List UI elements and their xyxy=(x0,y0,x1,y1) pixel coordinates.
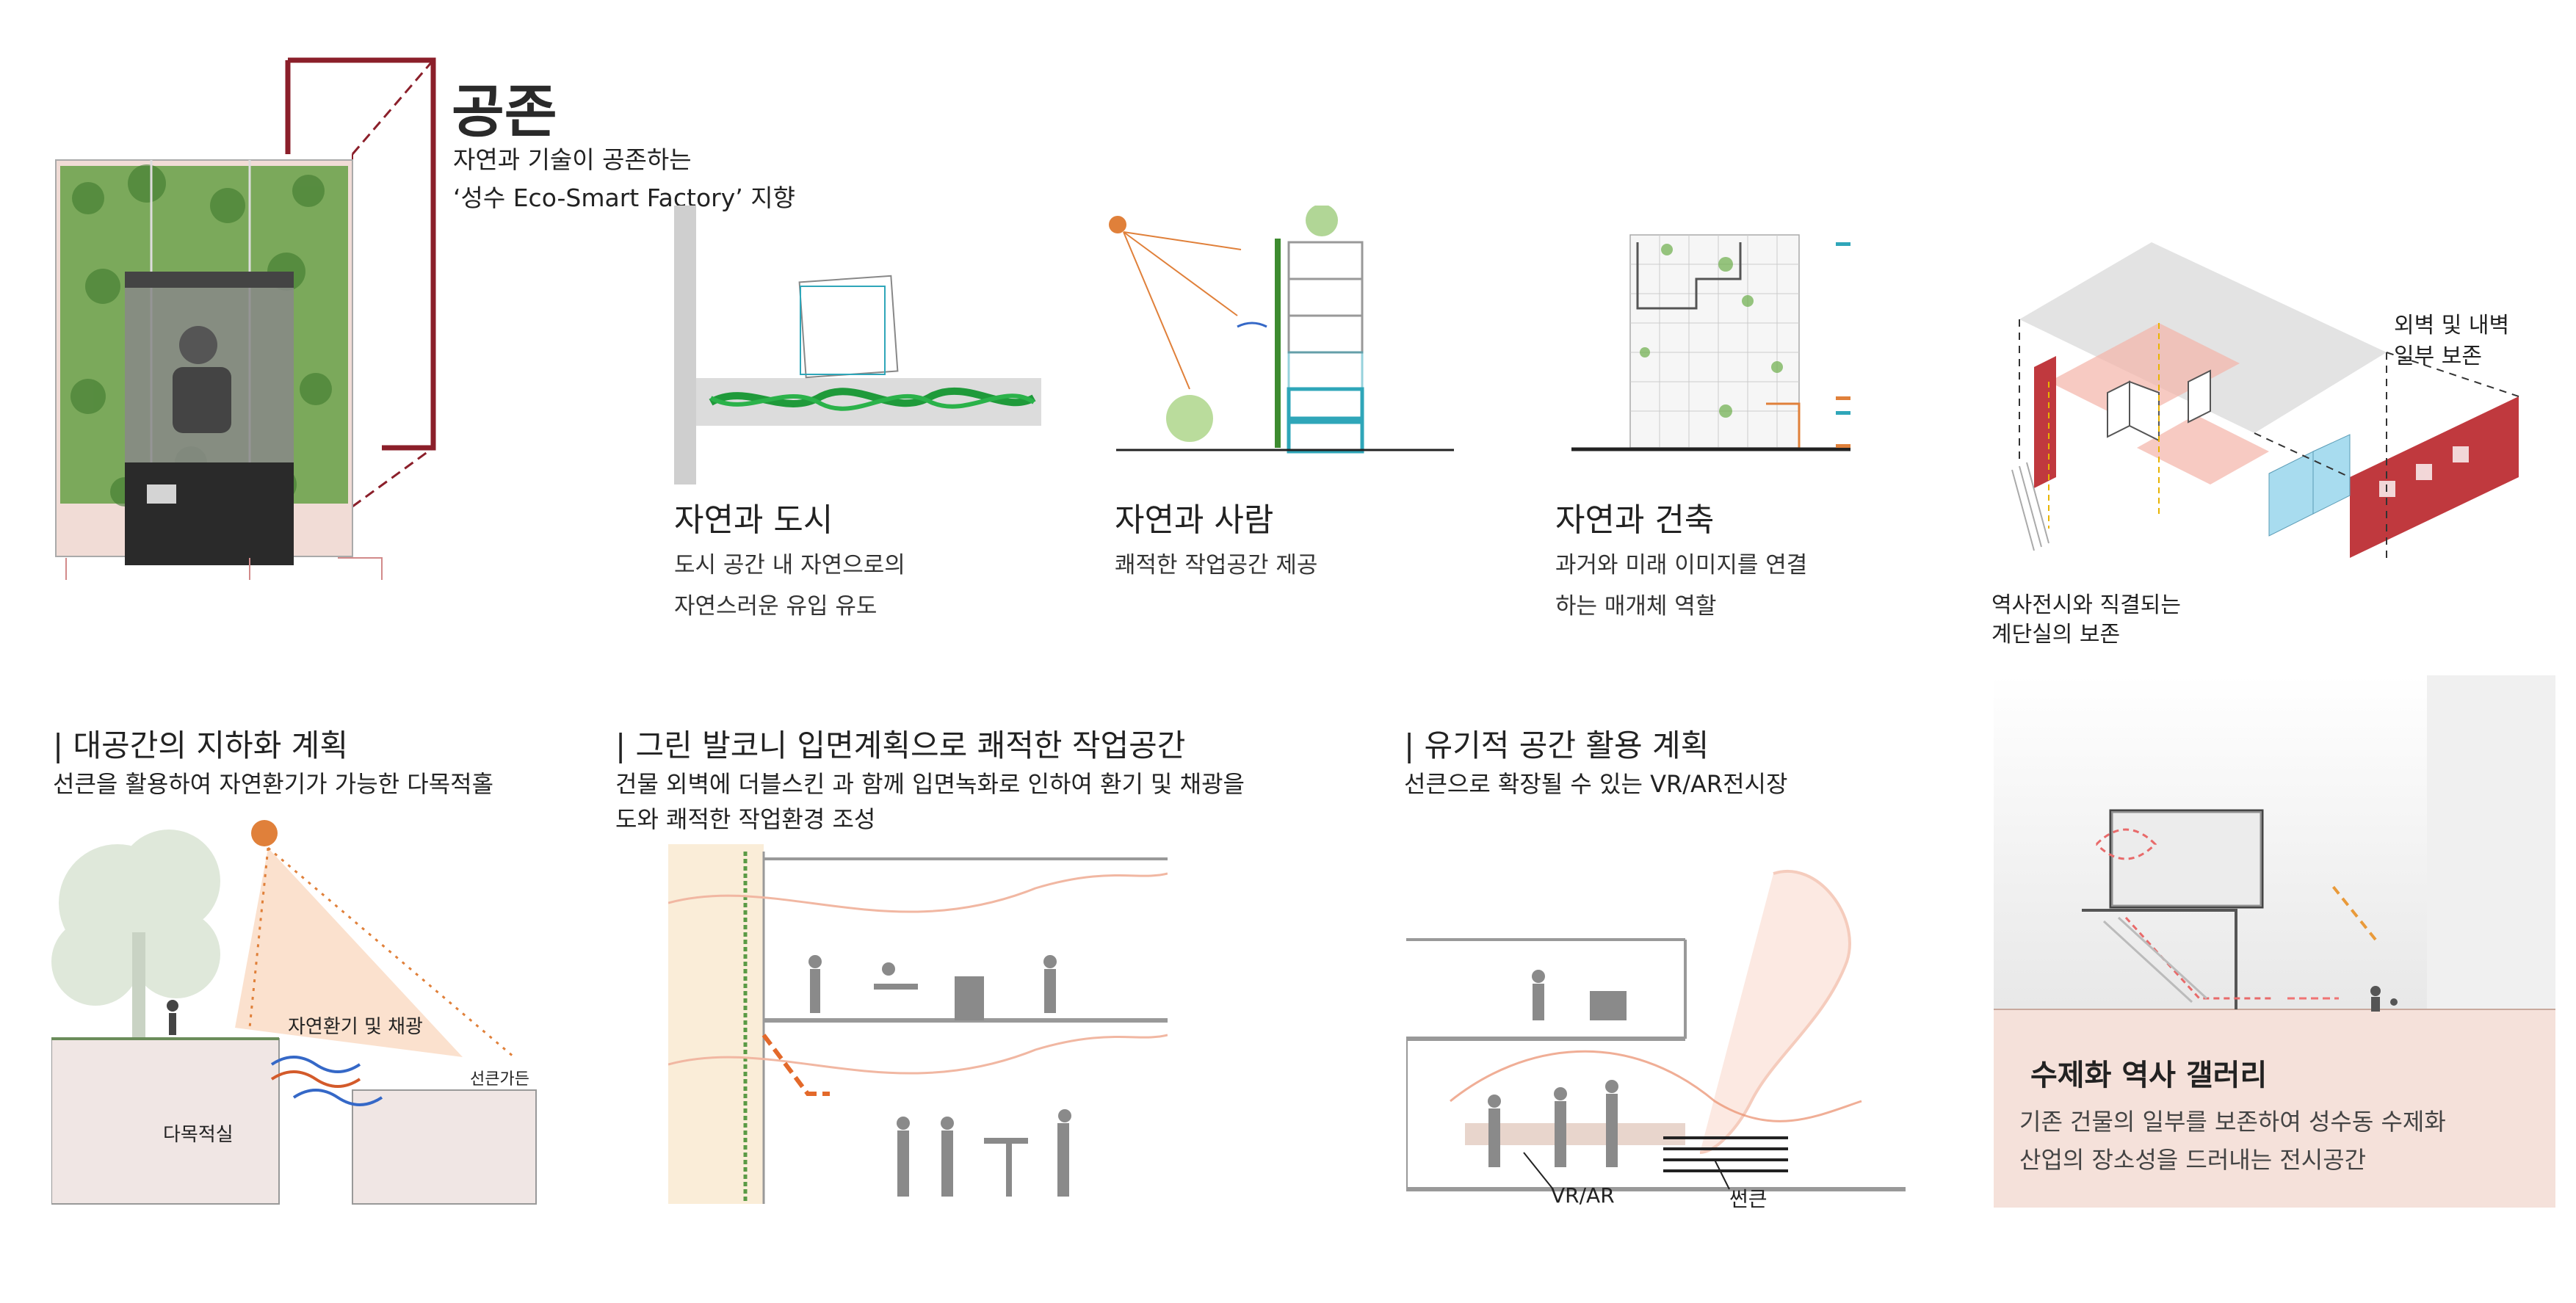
label-sunken-garden: 선큰가든 xyxy=(470,1070,529,1089)
label-stair-preserve-line2: 계단실의 보존 xyxy=(1991,622,2121,647)
balcony-section-diagram xyxy=(667,844,1168,1211)
preservation-axonometric xyxy=(2005,235,2533,617)
gallery-desc-line2: 산업의 장소성을 드러내는 전시공간 xyxy=(2019,1146,2367,1174)
concept-people-desc-line1: 쾌적한 작업공간 제공 xyxy=(1115,552,1318,578)
concept-people-diagram xyxy=(1101,204,1469,462)
gallery-title: 수제화 역사 갤러리 xyxy=(2030,1059,2268,1092)
concept-city-desc-line1: 도시 공간 내 자연으로의 xyxy=(674,552,905,578)
plan-vrar-heading: | 유기적 공간 활용 계획 xyxy=(1404,727,1710,763)
hero-subtitle-line2: ‘성수 Eco-Smart Factory’ 지향 xyxy=(453,184,795,212)
plan-balcony-desc-line1: 건물 외벽에 더블스킨 과 함께 입면녹화로 인하여 환기 및 채광을 xyxy=(615,770,1245,798)
gallery-panel: 수제화 역사 갤러리 기존 건물의 일부를 보존하여 성수동 수제화 산업의 장… xyxy=(1994,675,2555,1208)
tree-drawing xyxy=(51,830,220,1006)
label-sunken: 썬큰 xyxy=(1729,1187,1768,1211)
hero-subtitle-line1: 자연과 기술이 공존하는 xyxy=(453,145,692,174)
vrar-section-diagram xyxy=(1405,859,1906,1204)
sun-icon xyxy=(1109,216,1126,233)
concept-city-diagram xyxy=(674,206,1041,484)
label-stair-preserve-line1: 역사전시와 직결되는 xyxy=(1991,592,2181,618)
plan-underground-heading: | 대공간의 지하화 계획 xyxy=(53,727,348,763)
concept-city-desc-line2: 자연스러운 유입 유도 xyxy=(674,593,878,620)
label-wall-preserve-line2: 일부 보존 xyxy=(2394,344,2482,369)
concept-architecture-desc-line1: 과거와 미래 이미지를 연결 xyxy=(1555,552,1808,578)
underground-section-diagram xyxy=(51,815,551,1211)
hero-illustration xyxy=(44,51,455,631)
concept-architecture-title: 자연과 건축 xyxy=(1555,501,1715,539)
gallery-desc-line1: 기존 건물의 일부를 보존하여 성수동 수제화 xyxy=(2019,1108,2446,1136)
green-facade-drawing xyxy=(55,57,436,631)
label-multipurpose-room: 다목적실 xyxy=(163,1124,234,1146)
label-vrar: VR/AR xyxy=(1551,1183,1615,1208)
concept-architecture-diagram xyxy=(1557,220,1865,462)
plan-balcony-desc-line2: 도와 쾌적한 작업환경 조성 xyxy=(615,805,876,833)
concept-architecture-desc-line2: 하는 매개체 역할 xyxy=(1555,593,1717,620)
concept-city-title: 자연과 도시 xyxy=(674,501,833,539)
plan-balcony-heading: | 그린 발코니 입면계획으로 쾌적한 작업공간 xyxy=(615,727,1186,763)
plan-underground-desc: 선큰을 활용하여 자연환기가 가능한 다목적홀 xyxy=(53,770,494,798)
concept-people-title: 자연과 사람 xyxy=(1115,501,1274,539)
label-ventilation: 자연환기 및 채광 xyxy=(288,1016,423,1038)
hero-title: 공존 xyxy=(452,79,557,145)
label-wall-preserve-line1: 외벽 및 내벽 xyxy=(2394,313,2510,338)
plan-vrar-desc: 선큰으로 확장될 수 있는 VR/AR전시장 xyxy=(1404,770,1788,798)
sun-icon xyxy=(251,820,278,846)
